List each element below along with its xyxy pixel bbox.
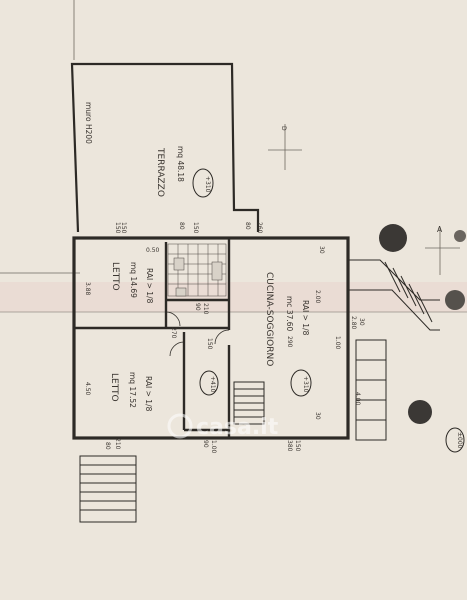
dim-label: 0.50 <box>146 247 160 254</box>
terrace-level-marker <box>192 168 214 198</box>
room-labels: TERRAZZO mq 48.18 +310 muro H200 LETTO m… <box>84 102 463 449</box>
bedroom-top-area: mq 14.69 <box>129 262 138 298</box>
watermark: casa.it <box>167 413 279 440</box>
dim-label: 2.00 <box>314 290 321 304</box>
terrace-name: TERRAZZO <box>155 147 165 197</box>
dim-label: 210 <box>202 303 209 315</box>
dim-label: 270 <box>170 327 177 339</box>
kitchen-name: CUCINA-SOGGIORNO <box>264 272 274 366</box>
dim-label: 2.80 <box>350 316 357 330</box>
dim-label: 380 <box>286 440 293 452</box>
dimension-labels: 3.88 4.50 150 150 80 150 80 260 0.50 270… <box>84 222 365 454</box>
exterior-stair-right <box>348 259 440 441</box>
dim-label: 150 <box>114 222 121 234</box>
bathroom-tiles <box>167 243 227 297</box>
dim-label: 150 <box>120 222 127 234</box>
dim-label: 30 <box>314 412 321 420</box>
terrace-area: mq 48.18 <box>176 146 185 182</box>
dim-label: 80 <box>104 442 111 450</box>
tree-icon <box>379 224 407 252</box>
dim-label: 30 <box>318 246 325 254</box>
dim-label: 1.00 <box>334 336 341 350</box>
building-outer-walls <box>72 236 350 440</box>
ground-level: ±000 <box>456 432 463 449</box>
bedroom-bottom-area: mq 17.52 <box>128 372 137 408</box>
kitchen-level: +310 <box>302 376 309 393</box>
dim-label: 1.00 <box>210 440 217 454</box>
tree-symbols <box>379 224 466 424</box>
interior-stair <box>233 381 265 425</box>
watermark-logo-icon <box>167 413 193 439</box>
exterior-stair-left <box>79 455 137 523</box>
dim-label: 260 <box>256 222 263 234</box>
tree-icon <box>454 230 466 242</box>
terrace-wall <box>70 62 260 233</box>
kitchen-ratio: RAI > 1/8 <box>301 300 310 336</box>
section-mark-d: D <box>280 126 287 131</box>
bedroom-bottom-ratio: RAI > 1/8 <box>144 376 153 412</box>
terrace-level: +310 <box>204 176 211 193</box>
dim-label: 150 <box>192 222 199 234</box>
dim-label: 150 <box>206 338 213 350</box>
dim-label: 4.50 <box>84 382 91 396</box>
dim-label: 90 <box>202 440 209 448</box>
kitchen-level-marker <box>290 369 312 397</box>
dim-label: 150 <box>294 440 301 452</box>
tree-icon <box>445 290 465 310</box>
door-swings <box>165 311 230 357</box>
interior-walls <box>74 238 231 438</box>
hall-level-marker <box>199 370 219 396</box>
ground-level-marker <box>445 427 465 453</box>
wall-note: muro H200 <box>84 102 93 144</box>
dim-label: 90 <box>194 303 201 311</box>
dim-label: 30 <box>358 318 365 326</box>
hall-level: +410 <box>209 376 216 393</box>
kitchen-area: mc 37.60 <box>285 296 294 332</box>
dim-label: 290 <box>286 336 293 348</box>
dim-label: 210 <box>114 438 121 450</box>
bedroom-bottom-name: LETTO <box>109 373 119 402</box>
section-mark-a: A <box>437 225 443 234</box>
construction-lines <box>0 0 467 313</box>
watermark-text: casa.it <box>196 415 279 440</box>
dim-label: 80 <box>178 222 185 230</box>
paper-tint-band <box>0 282 467 312</box>
bedroom-top-ratio: RAI > 1/8 <box>145 268 154 304</box>
dim-label: 80 <box>244 222 251 230</box>
tree-icon <box>408 400 432 424</box>
bedroom-top-name: LETTO <box>110 262 120 291</box>
dim-label: 3.88 <box>84 282 91 296</box>
dim-label: 4.00 <box>354 392 361 406</box>
